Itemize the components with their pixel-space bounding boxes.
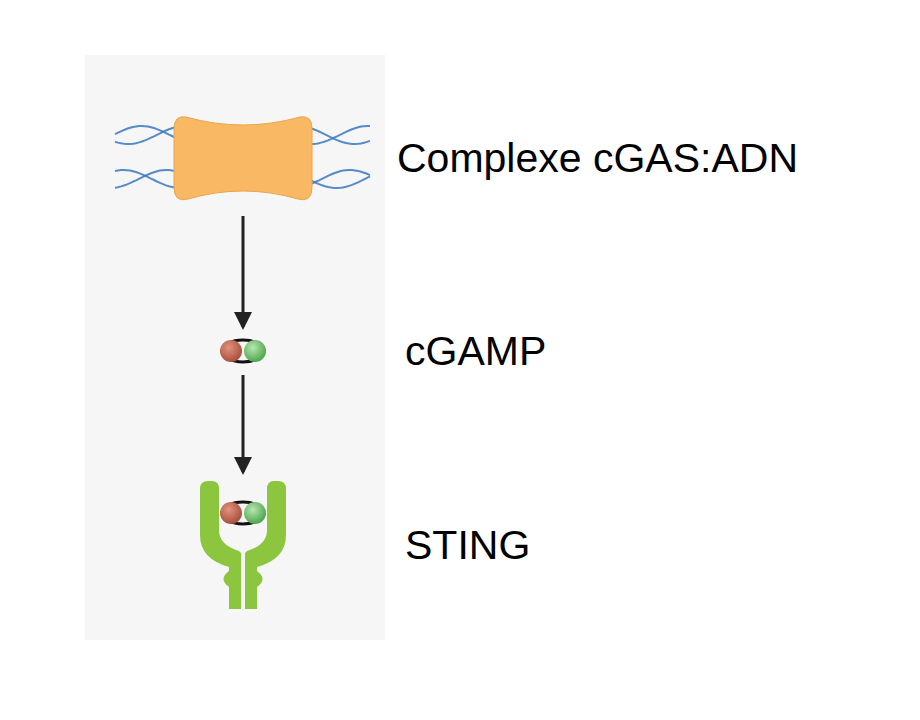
cgas-dna-complex-art — [100, 103, 397, 213]
node-label: Complexe cGAS:ADN — [397, 135, 798, 182]
flow-arrow — [242, 216, 245, 327]
cgamp-molecule: cGAMP — [100, 330, 546, 372]
flow-arrow — [242, 375, 245, 472]
cgas-dna-complex: Complexe cGAS:ADN — [100, 103, 798, 213]
panel — [85, 55, 385, 640]
cgamp-molecule-art — [100, 330, 405, 372]
node-label: cGAMP — [405, 328, 546, 375]
node-label: STING — [405, 522, 530, 569]
sting-dimer: STING — [100, 475, 530, 615]
sting-dimer-art — [100, 475, 405, 615]
